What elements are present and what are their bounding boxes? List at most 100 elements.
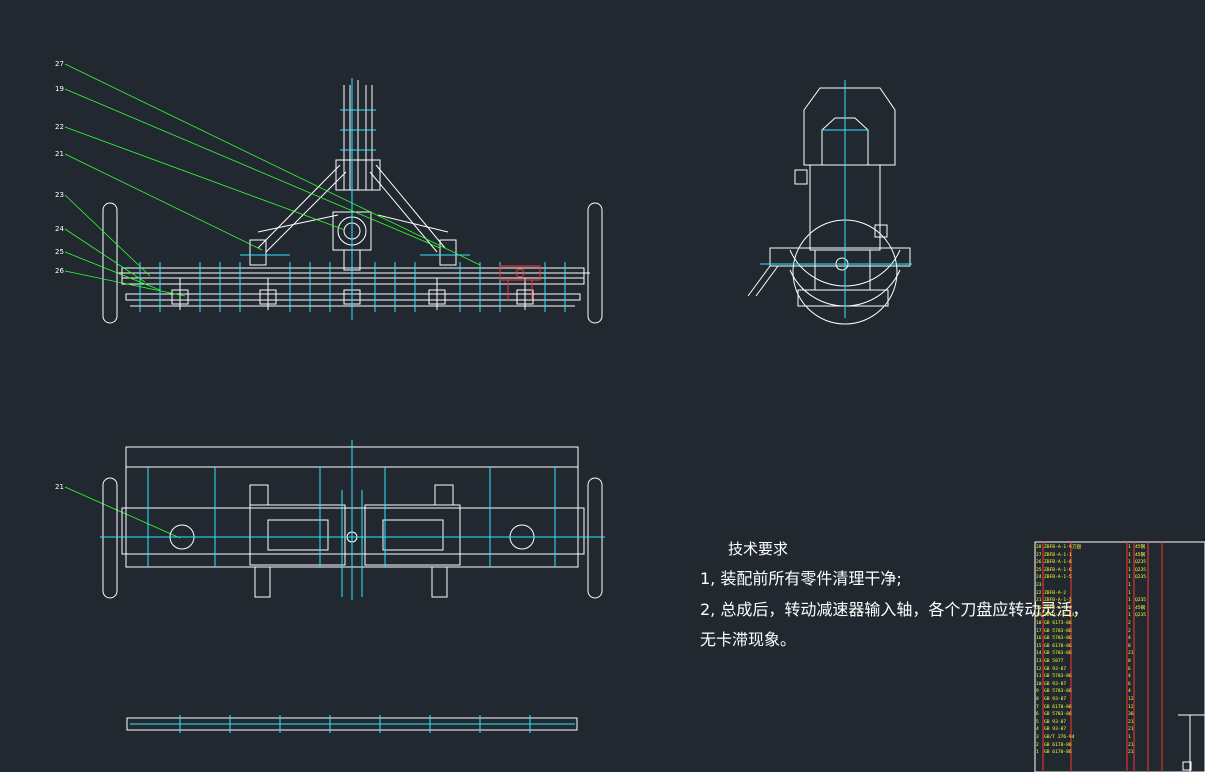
bom-row: 1 GB 6170-86 21 — [1035, 749, 1205, 756]
bom-cell-qty: 6 — [1128, 681, 1131, 687]
bom-cell-code: GB 93-87 — [1044, 681, 1067, 687]
bom-cell-qty: 2 — [1128, 621, 1131, 626]
balloon-labels: 27 19 22 21 23 24 25 26 21 — [55, 60, 64, 491]
bom-cell-no: 22 — [1036, 590, 1042, 596]
front-view — [102, 80, 603, 324]
bom-cell-code: ZBFB-A-1-1 — [1044, 552, 1072, 558]
bom-cell-no: 1 — [1036, 750, 1039, 756]
tech-requirement-3: 无卡滞现象。 — [700, 630, 797, 649]
balloon-27: 27 — [55, 60, 64, 68]
bom-cell-code: GB/T 276-94 — [1044, 735, 1075, 740]
bom-cell-code: GB 6170-86 — [1044, 750, 1072, 756]
bom-cell-qty: 21 — [1128, 719, 1134, 725]
bom-cell-code: GB 5877 — [1044, 659, 1064, 664]
bom-cell-qty: 4 — [1128, 636, 1131, 642]
bom-cell-code: GB 6170-86 — [1044, 742, 1072, 748]
bom-cell-code: ZBFB-A-1-5 — [1044, 598, 1072, 604]
bom-cell-mat: Q235 — [1135, 613, 1147, 619]
bom-cell-mat: Q235 — [1135, 567, 1147, 573]
bom-cell-qty: 8 — [1128, 643, 1131, 649]
bom-cell-code: GB 6173-86 — [1044, 621, 1072, 626]
bom-cell-code: ZBFB-A-1-5 — [1044, 575, 1072, 581]
bom-cell-qty: 1 — [1128, 735, 1131, 740]
bom-cell-code: ZBFB-A-1-14 — [1044, 613, 1075, 619]
bom-cell-qty: 1 — [1128, 605, 1131, 611]
bom-cell-no: 28 — [1036, 545, 1042, 550]
bom-cell-no: 16 — [1036, 636, 1042, 642]
bom-cell-code: ZBFB-A-1-9 — [1044, 545, 1072, 550]
balloon-22: 22 — [55, 123, 64, 131]
strip-view — [126, 715, 578, 733]
balloon-23: 23 — [55, 191, 64, 199]
bom-cell-code: GB 6170-86 — [1044, 704, 1072, 710]
tech-requirement-1: 1, 装配前所有零件清理干净; — [700, 569, 902, 588]
bom-cell-mat: 45钢 — [1135, 552, 1146, 558]
bom-cell-code: GB 5783-86 — [1044, 636, 1072, 642]
bom-cell-code: GB 5783-86 — [1044, 651, 1072, 657]
bom-cell-name: 刀盘 — [1072, 545, 1082, 550]
bom-cell-no: 15 — [1036, 643, 1042, 649]
bom-cell-qty: 1 — [1128, 552, 1131, 558]
bom-cell-code: GB 5783-86 — [1044, 712, 1072, 718]
bom-cell-no: 19 — [1036, 613, 1042, 619]
bom-cell-code: GB 6170-86 — [1044, 643, 1072, 649]
bom-cell-no: 11 — [1036, 674, 1042, 680]
bom-cell-no: 6 — [1036, 712, 1039, 718]
bom-cell-qty: 1 — [1128, 583, 1131, 588]
bom-cell-qty: 36 — [1128, 712, 1134, 718]
bom-row: 6 GB 5783-86 36 — [1035, 711, 1205, 718]
bom-cell-qty: 6 — [1128, 666, 1131, 672]
bom-cell-qty: 21 — [1128, 750, 1134, 756]
front-view-red-parts — [499, 265, 541, 300]
bom-cell-code: ZBFB-A-2 — [1044, 590, 1067, 596]
tech-requirement-2: 2, 总成后，转动减速器输入轴，各个刀盘应转动灵活， — [700, 600, 1089, 619]
bom-cell-mat: 45钢 — [1135, 605, 1146, 611]
top-view-details — [100, 440, 605, 600]
balloon-25: 25 — [55, 248, 64, 256]
bom-cell-no: 27 — [1036, 552, 1042, 558]
bom-cell-code: GB 93-87 — [1044, 666, 1067, 672]
bom-cell-qty: 1 — [1128, 590, 1131, 596]
bom-cell-no: 25 — [1036, 567, 1042, 573]
bom-cell-code: ZBFB-A-1-6 — [1044, 567, 1072, 573]
leader-lines — [64, 63, 481, 539]
bom-cell-code: GB 5783-86 — [1044, 674, 1072, 680]
side-view-centerline — [760, 80, 912, 318]
bom-cell-code: GB 93-87 — [1044, 697, 1067, 702]
bom-cell-qty: 12 — [1128, 697, 1134, 702]
bom-cell-code: GB 93-87 — [1044, 719, 1067, 725]
bom-cell-no: 13 — [1036, 659, 1042, 664]
bom-cell-qty: 1 — [1128, 567, 1131, 573]
balloon-21: 21 — [55, 150, 64, 158]
side-view — [747, 87, 911, 325]
bom-cell-code: ZBFB-A-1-4 — [1044, 605, 1072, 611]
bom-cell-qty: 12 — [1128, 704, 1134, 710]
bom-cell-no: 18 — [1036, 621, 1042, 626]
balloon-26: 26 — [55, 267, 64, 275]
